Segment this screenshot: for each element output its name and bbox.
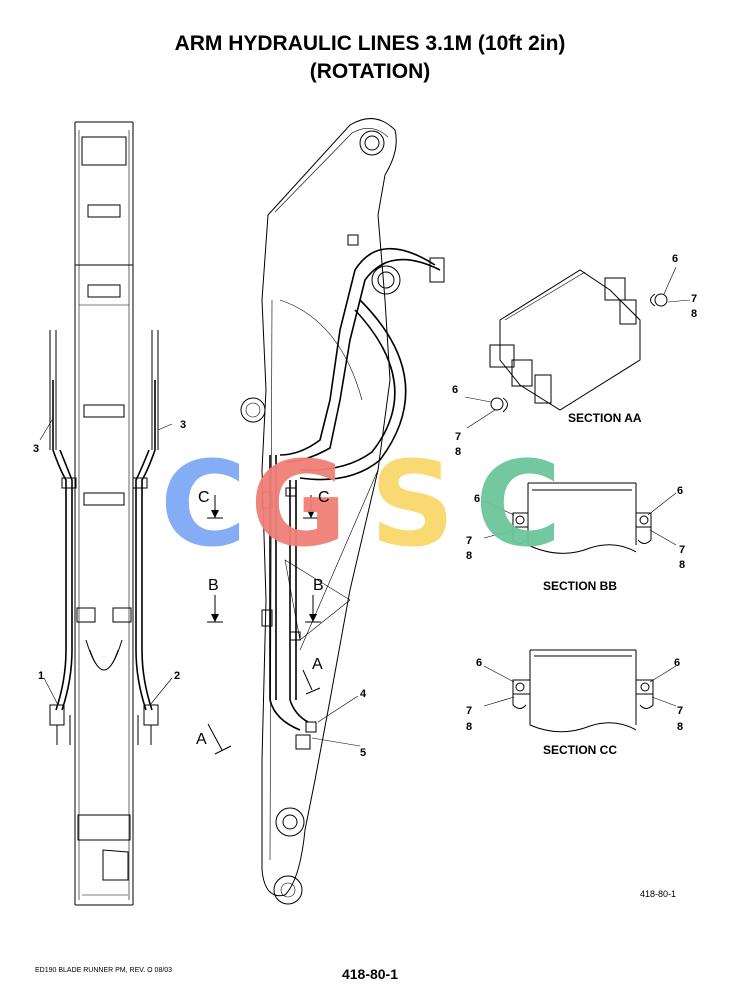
callout-aa-7-left: 7 bbox=[455, 431, 461, 443]
section-marker-a-lower: A bbox=[196, 731, 207, 748]
callout-4: 4 bbox=[360, 688, 367, 700]
callout-cc-7-right: 7 bbox=[677, 705, 683, 717]
arm-side-view bbox=[207, 118, 445, 905]
page-title: ARM HYDRAULIC LINES 3.1M (10ft 2in) bbox=[174, 32, 566, 55]
callout-bb-6-left: 6 bbox=[474, 493, 480, 505]
callout-5: 5 bbox=[360, 747, 366, 759]
callout-3-left: 3 bbox=[33, 443, 39, 455]
callout-3-right: 3 bbox=[180, 419, 186, 431]
watermark-letter-s: S bbox=[370, 435, 455, 573]
section-aa-view bbox=[464, 266, 691, 429]
watermark-logo: C G S C bbox=[160, 435, 562, 573]
section-cc-view bbox=[483, 649, 677, 733]
watermark-letter-g: G bbox=[250, 435, 347, 573]
section-aa-label: SECTION AA bbox=[568, 411, 642, 425]
callout-bb-7-right: 7 bbox=[679, 544, 685, 556]
footer-manual-info: ED190 BLADE RUNNER PM, REV. O 08/03 bbox=[35, 967, 173, 974]
section-marker-c-right: C bbox=[318, 489, 330, 506]
callout-bb-8-right: 8 bbox=[679, 559, 685, 571]
drawing-reference-number: 418-80-1 bbox=[640, 889, 677, 899]
callout-aa-6-left: 6 bbox=[452, 384, 458, 396]
section-marker-c-left: C bbox=[198, 489, 210, 506]
callout-bb-6-right: 6 bbox=[677, 485, 683, 497]
callout-cc-8-left: 8 bbox=[466, 721, 472, 733]
section-bb-view bbox=[483, 482, 677, 554]
watermark-letter-c2: C bbox=[475, 435, 562, 573]
callout-cc-6-right: 6 bbox=[674, 657, 680, 669]
callout-aa-8-left: 8 bbox=[455, 446, 461, 458]
callout-1: 1 bbox=[38, 670, 44, 682]
callout-bb-7-left: 7 bbox=[466, 535, 472, 547]
section-marker-b-left: B bbox=[208, 577, 219, 594]
watermark-letter-c1: C bbox=[160, 435, 247, 573]
callout-aa-8-right: 8 bbox=[691, 308, 697, 320]
callout-2: 2 bbox=[174, 670, 180, 682]
callout-cc-6-left: 6 bbox=[476, 657, 482, 669]
page-subtitle: (ROTATION) bbox=[309, 60, 431, 83]
callout-aa-7-right: 7 bbox=[691, 293, 697, 305]
callout-aa-6-right: 6 bbox=[672, 253, 678, 265]
callout-cc-8-right: 8 bbox=[677, 721, 683, 733]
section-cc-label: SECTION CC bbox=[543, 743, 617, 757]
section-marker-a-upper: A bbox=[312, 656, 323, 673]
section-bb-label: SECTION BB bbox=[543, 579, 617, 593]
arm-top-view bbox=[39, 121, 173, 906]
callout-cc-7-left: 7 bbox=[466, 705, 472, 717]
section-marker-b-right: B bbox=[313, 577, 324, 594]
callout-bb-8-left: 8 bbox=[466, 550, 472, 562]
footer-page-number: 418-80-1 bbox=[341, 966, 399, 982]
